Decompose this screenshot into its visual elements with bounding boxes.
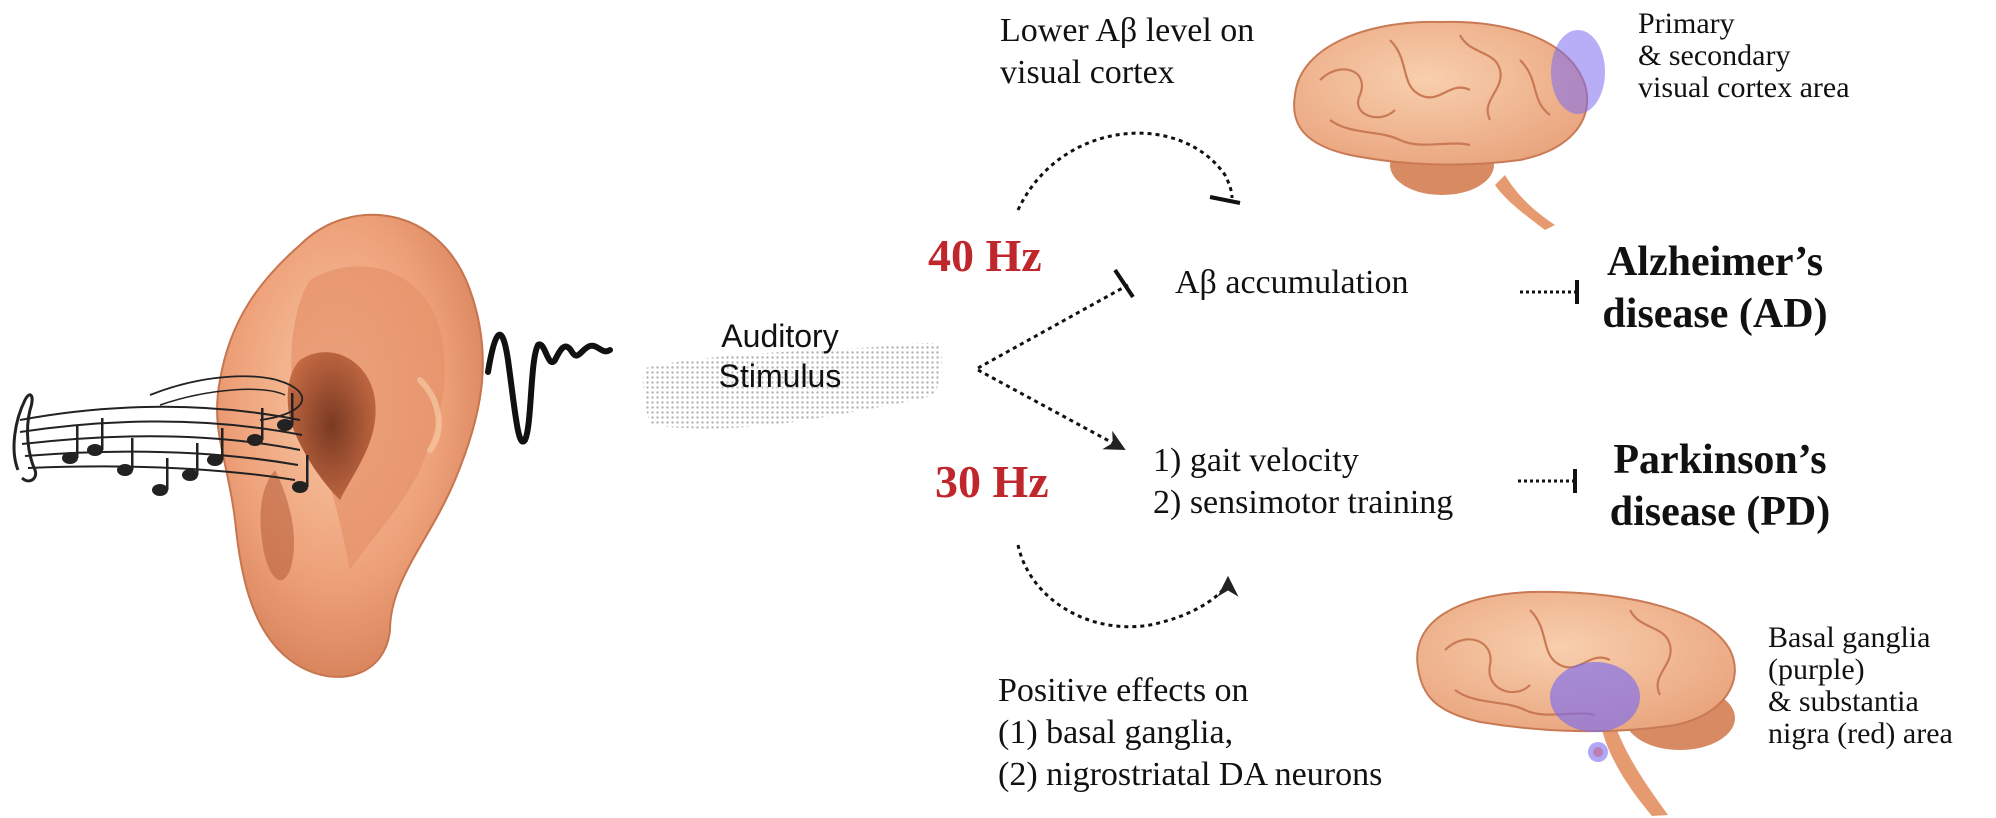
pd-outcome-2: 2) sensimotor training [1153, 484, 1454, 521]
abeta-accumulation-label: Aβ accumulation [1175, 264, 1409, 301]
stimulus-label-line1: Auditory [721, 318, 839, 354]
pd-disease-line1: Parkinson’s [1613, 437, 1827, 483]
arc-visual-cortex-effect [1016, 131, 1234, 211]
pd-effect-line3: (2) nigrostriatal DA neurons [998, 756, 1383, 793]
ad-effect-line2: visual cortex [1000, 54, 1175, 91]
visual-cortex-line2: & secondary [1638, 39, 1791, 72]
pd-effect-line1: Positive effects on [998, 672, 1249, 709]
ad-effect-label: Lower Aβ level on visual cortex [1000, 10, 1254, 94]
basal-ganglia-label: Basal ganglia (purple) & substantia nigr… [1768, 622, 1953, 750]
pd-disease-label: Parkinson’s disease (PD) [1585, 434, 1855, 538]
ad-effect-line1: Lower Aβ level on [1000, 12, 1255, 49]
brain-illustration [1293, 20, 1605, 230]
music-notes-icon [12, 375, 309, 496]
brain-illustration [1416, 590, 1736, 816]
frequency-30hz: 30 Hz [935, 456, 1049, 507]
visual-cortex-line1: Primary [1638, 7, 1735, 40]
ad-disease-label: Alzheimer’s disease (AD) [1580, 236, 1850, 340]
stimulus-label: Auditory Stimulus [700, 316, 860, 396]
visual-cortex-highlight [1551, 30, 1605, 114]
ear-illustration [216, 213, 484, 678]
ad-disease-line1: Alzheimer’s [1606, 239, 1824, 285]
pd-outcomes-label: 1) gait velocity 2) sensimotor training [1153, 440, 1453, 524]
pd-effect-line2: (1) basal ganglia, [998, 714, 1234, 751]
basal-ganglia-line1: Basal ganglia [1768, 621, 1931, 654]
inhibitor-bar-visual-cortex [1209, 195, 1241, 205]
stimulus-label-line2: Stimulus [718, 358, 842, 394]
substantia-nigra-highlight [1588, 742, 1608, 762]
inhibitor-bar-abeta [1113, 268, 1135, 299]
basal-ganglia-highlight [1550, 662, 1640, 732]
pd-outcome-1: 1) gait velocity [1153, 442, 1359, 479]
frequency-40hz: 40 Hz [928, 230, 1042, 281]
visual-cortex-label: Primary & secondary visual cortex area [1638, 8, 1850, 104]
arrow-40hz-to-abeta [977, 283, 1129, 370]
pd-effect-label: Positive effects on (1) basal ganglia, (… [998, 670, 1382, 796]
stimulus-shape [642, 343, 943, 429]
arrow-30hz-to-outcomes [977, 368, 1126, 451]
basal-ganglia-line3: & substantia [1768, 685, 1919, 718]
visual-cortex-line3: visual cortex area [1638, 71, 1850, 104]
arc-basal-ganglia-effect [1016, 544, 1239, 629]
basal-ganglia-line4: nigra (red) area [1768, 717, 1953, 750]
pd-disease-line2: disease (PD) [1609, 489, 1831, 535]
basal-ganglia-line2: (purple) [1768, 653, 1865, 686]
sound-wave-icon [485, 331, 613, 445]
ad-disease-line2: disease (AD) [1602, 291, 1828, 337]
